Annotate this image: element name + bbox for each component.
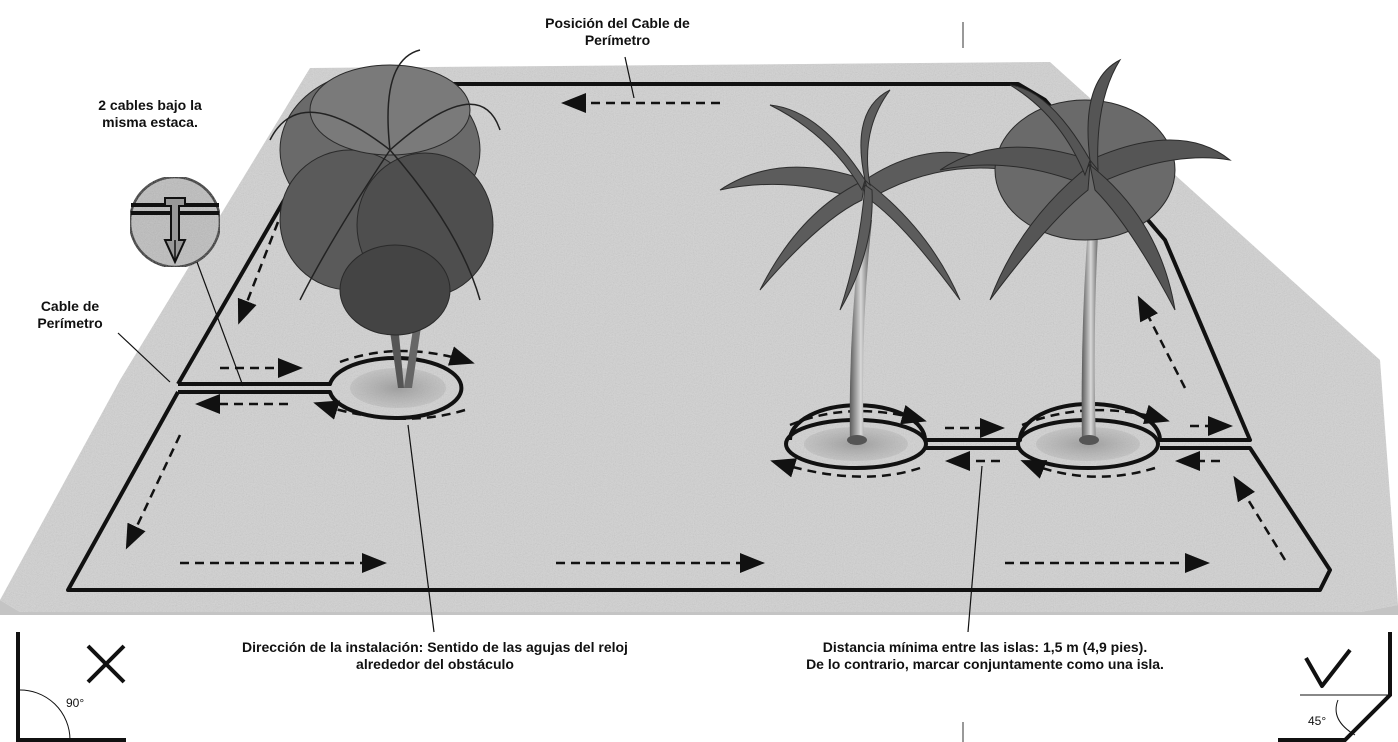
direction-arrow-icon — [125, 93, 1287, 573]
palm-tree-icon — [269, 49, 501, 388]
distance-label: Distancia mínima entre las islas: 1,5 m … — [806, 639, 1164, 672]
perimeter-position-label: Posición del Cable de Perímetro — [545, 15, 690, 48]
palm-tree-icon — [939, 58, 1232, 445]
wrong-x-icon — [86, 644, 126, 684]
stake-icon — [128, 175, 222, 269]
wrong-angle-label: 90° — [66, 696, 85, 710]
wrong-corner-example — [16, 632, 126, 742]
perimeter-cable-label: Cable de Perímetro — [37, 298, 103, 331]
right-corner-example — [1278, 632, 1392, 742]
direction-label: Dirección de la instalación: Sentido de … — [242, 639, 628, 672]
correct-check-icon — [1304, 648, 1352, 688]
stake-label: 2 cables bajo la misma estaca. — [98, 97, 202, 130]
right-angle-label: 45° — [1308, 714, 1327, 728]
